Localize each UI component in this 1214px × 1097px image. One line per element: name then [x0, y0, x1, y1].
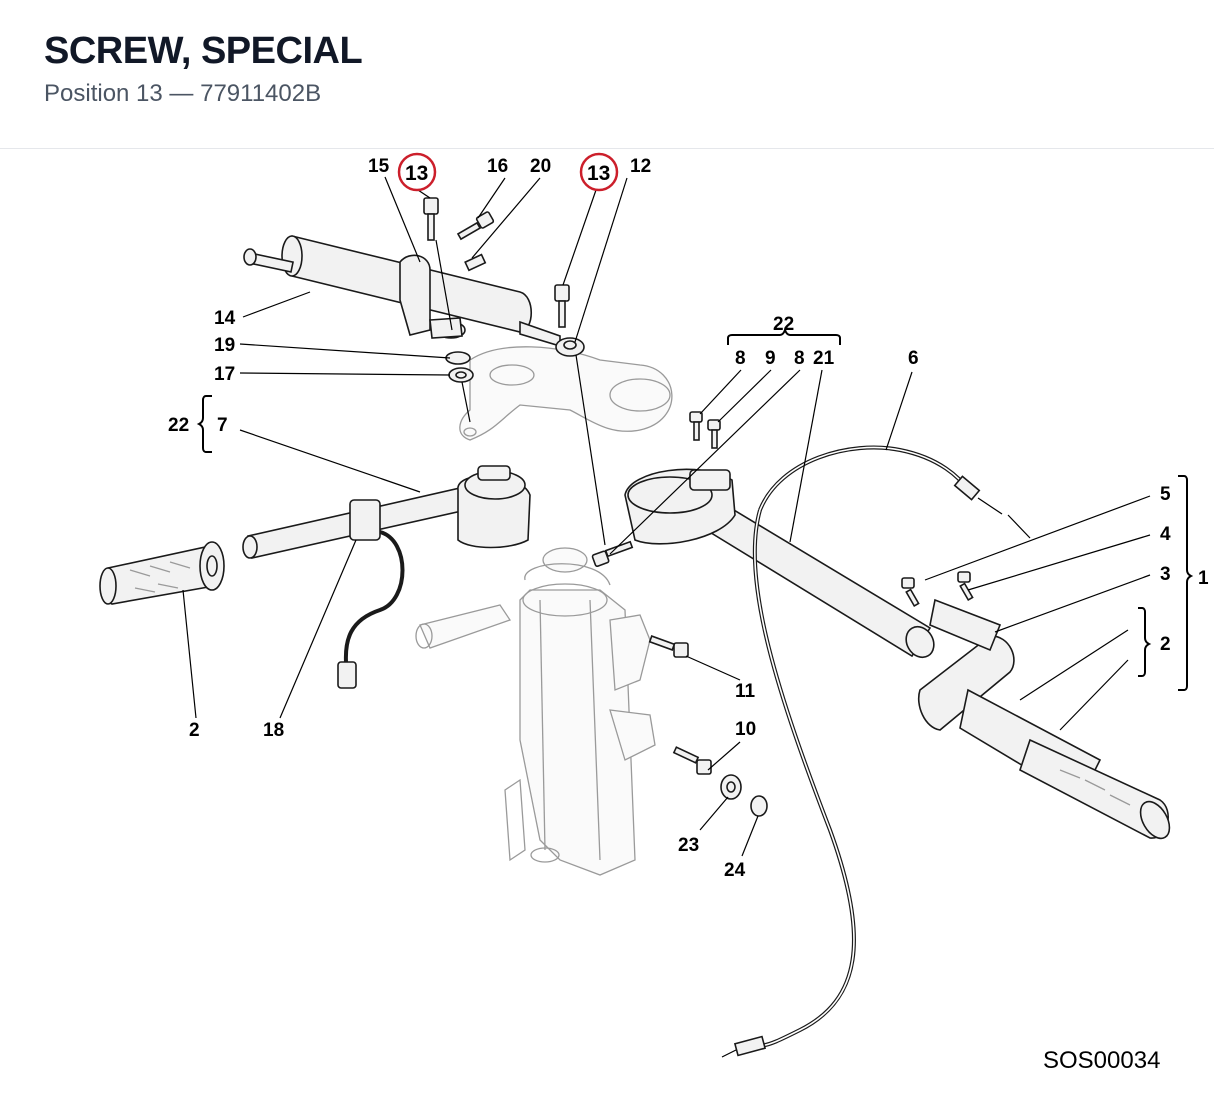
label-22-top: 22 [773, 314, 794, 335]
page-title: SCREW, SPECIAL [44, 30, 363, 72]
left-grip [99, 541, 225, 605]
label-4: 4 [1160, 524, 1171, 545]
label-3: 3 [1160, 564, 1171, 585]
label-20: 20 [530, 156, 551, 177]
page-header: SCREW, SPECIAL Position 13 — 77911402B [0, 0, 1214, 149]
label-9: 9 [765, 348, 776, 369]
special-screw-13-left [423, 197, 439, 241]
label-1: 1 [1198, 568, 1209, 589]
right-handlebar [624, 468, 935, 659]
label-23: 23 [678, 835, 699, 856]
washer-24 [750, 795, 768, 817]
label-24: 24 [724, 860, 746, 881]
brace-22-top [727, 326, 841, 345]
label-15: 15 [368, 156, 390, 177]
label-6: 6 [908, 348, 919, 369]
separator: — [169, 80, 194, 107]
label-13-right: 13 [587, 162, 610, 185]
bolt-8 [689, 411, 703, 441]
grub-screw-20 [464, 253, 487, 272]
brace-2-right [1138, 607, 1152, 677]
label-17: 17 [214, 364, 235, 385]
frame-ghost [415, 346, 673, 876]
label-16: 16 [487, 156, 508, 177]
screw-11 [648, 635, 689, 658]
throttle-cable-6 [758, 445, 1003, 515]
label-12: 12 [630, 156, 651, 177]
label-5: 5 [1160, 484, 1171, 505]
label-14: 14 [214, 308, 236, 329]
label-10: 10 [735, 719, 756, 740]
screw-16 [456, 211, 495, 241]
label-7: 7 [217, 415, 228, 436]
left-handlebar [242, 465, 531, 559]
position-label: Position 13 [44, 80, 163, 107]
label-13-left: 13 [405, 162, 428, 185]
part-subtitle: Position 13 — 77911402B [44, 80, 321, 108]
clamp-bolt [591, 540, 634, 567]
label-18: 18 [263, 720, 284, 741]
label-22-left: 22 [168, 415, 189, 436]
throttle-cable-21 [721, 509, 856, 1058]
label-2-left: 2 [189, 720, 200, 741]
label-21: 21 [813, 348, 835, 369]
throttle-assembly [901, 571, 1171, 840]
screw-10 [672, 746, 712, 775]
label-8-b: 8 [794, 348, 805, 369]
label-11: 11 [735, 681, 756, 702]
switch-18 [337, 499, 405, 689]
special-screw-13-right [554, 284, 570, 328]
label-19: 19 [214, 335, 235, 356]
brace-22-left [196, 395, 212, 453]
part-number: 77911402B [200, 80, 322, 107]
leader-lines [182, 176, 1151, 857]
brace-1-right [1178, 475, 1194, 691]
label-8-a: 8 [735, 348, 746, 369]
steering-damper [243, 235, 585, 357]
label-2-right: 2 [1160, 634, 1171, 655]
bolt-9 [707, 419, 721, 449]
highlight-circle-13-right [579, 152, 619, 192]
diagram-reference-code: SOS00034 [1043, 1047, 1160, 1074]
highlight-circle-13-left [397, 152, 437, 192]
